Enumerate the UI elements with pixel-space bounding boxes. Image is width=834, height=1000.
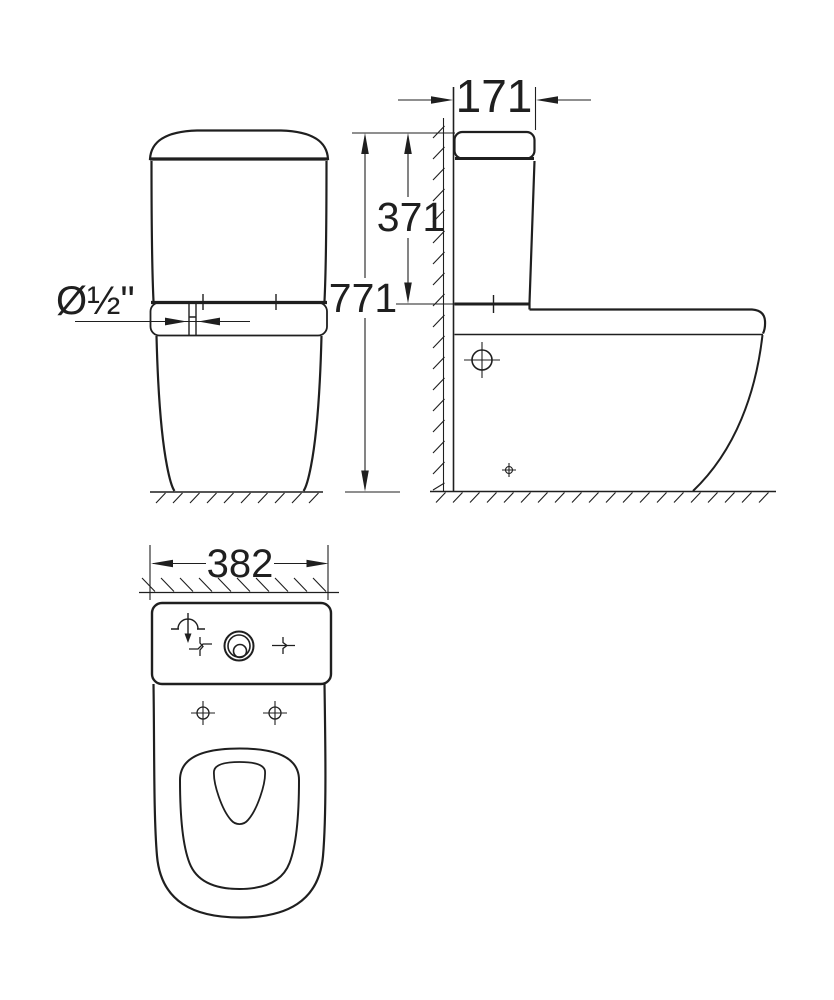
front-cistern-body-right [323,160,328,302]
front-cistern-lid [148,129,330,161]
dimension-771 [345,132,455,493]
front-centerline-ticks [202,294,277,310]
drain-marker-icon [464,342,500,378]
wall-top-hatch [141,577,327,592]
seat-fixing-right-icon [263,701,287,725]
front-connection-band [149,301,328,337]
top-water-surface [213,761,266,826]
floor-side [430,490,776,503]
wall-top [139,577,339,594]
arrow-371-bottom-icon [404,282,412,304]
break-symbol-right-icon [272,637,295,654]
total-height-label: 771 [329,275,397,321]
arrow-171-left-icon [431,96,453,104]
flush-button-icon [223,630,255,662]
floor-front [150,491,323,504]
inlet-arrow-left-icon [165,317,187,326]
floor-front-hatch [155,492,319,504]
top-bowl-outline [152,683,327,919]
top-seat-ring [178,747,301,891]
front-bowl-right [302,335,323,492]
side-cistern-front [528,160,536,310]
arrow-371-top-icon [404,133,412,154]
side-cistern-lid [453,130,536,160]
top-cistern-outline [150,601,333,686]
arrow-771-bottom-icon [361,470,369,492]
side-seat-top [529,308,767,334]
front-cistern-body-left [150,160,155,302]
wall-hatch-marks [432,125,445,491]
width-label: 382 [207,542,274,586]
arrow-382-right-icon [306,559,329,568]
side-bowl-back-curve [692,334,764,492]
side-view [453,130,767,492]
front-view [148,129,330,492]
water-inlet-symbol-icon [171,613,205,643]
front-inlet-slot [188,303,197,335]
dimension-inlet: Ø½" [56,279,250,326]
seat-fixing-left-icon [191,701,215,725]
cistern-height-label: 371 [377,194,445,240]
inlet-arrow-right-icon [198,317,220,326]
fixing-point-icon [502,463,516,477]
break-symbol-left-icon [189,637,212,656]
arrow-171-right-icon [536,96,558,104]
front-bowl-left [155,335,176,492]
cistern-depth-label: 171 [456,70,533,122]
dimension-171 [398,87,591,130]
arrow-382-left-icon [151,559,173,568]
dimension-382 [149,545,329,600]
dimension-371 [396,133,455,305]
wall-section [432,87,455,492]
arrow-771-top-icon [361,133,369,154]
top-view [150,601,333,919]
inlet-size-label: Ø½" [56,279,135,323]
floor-side-hatch [435,492,769,503]
